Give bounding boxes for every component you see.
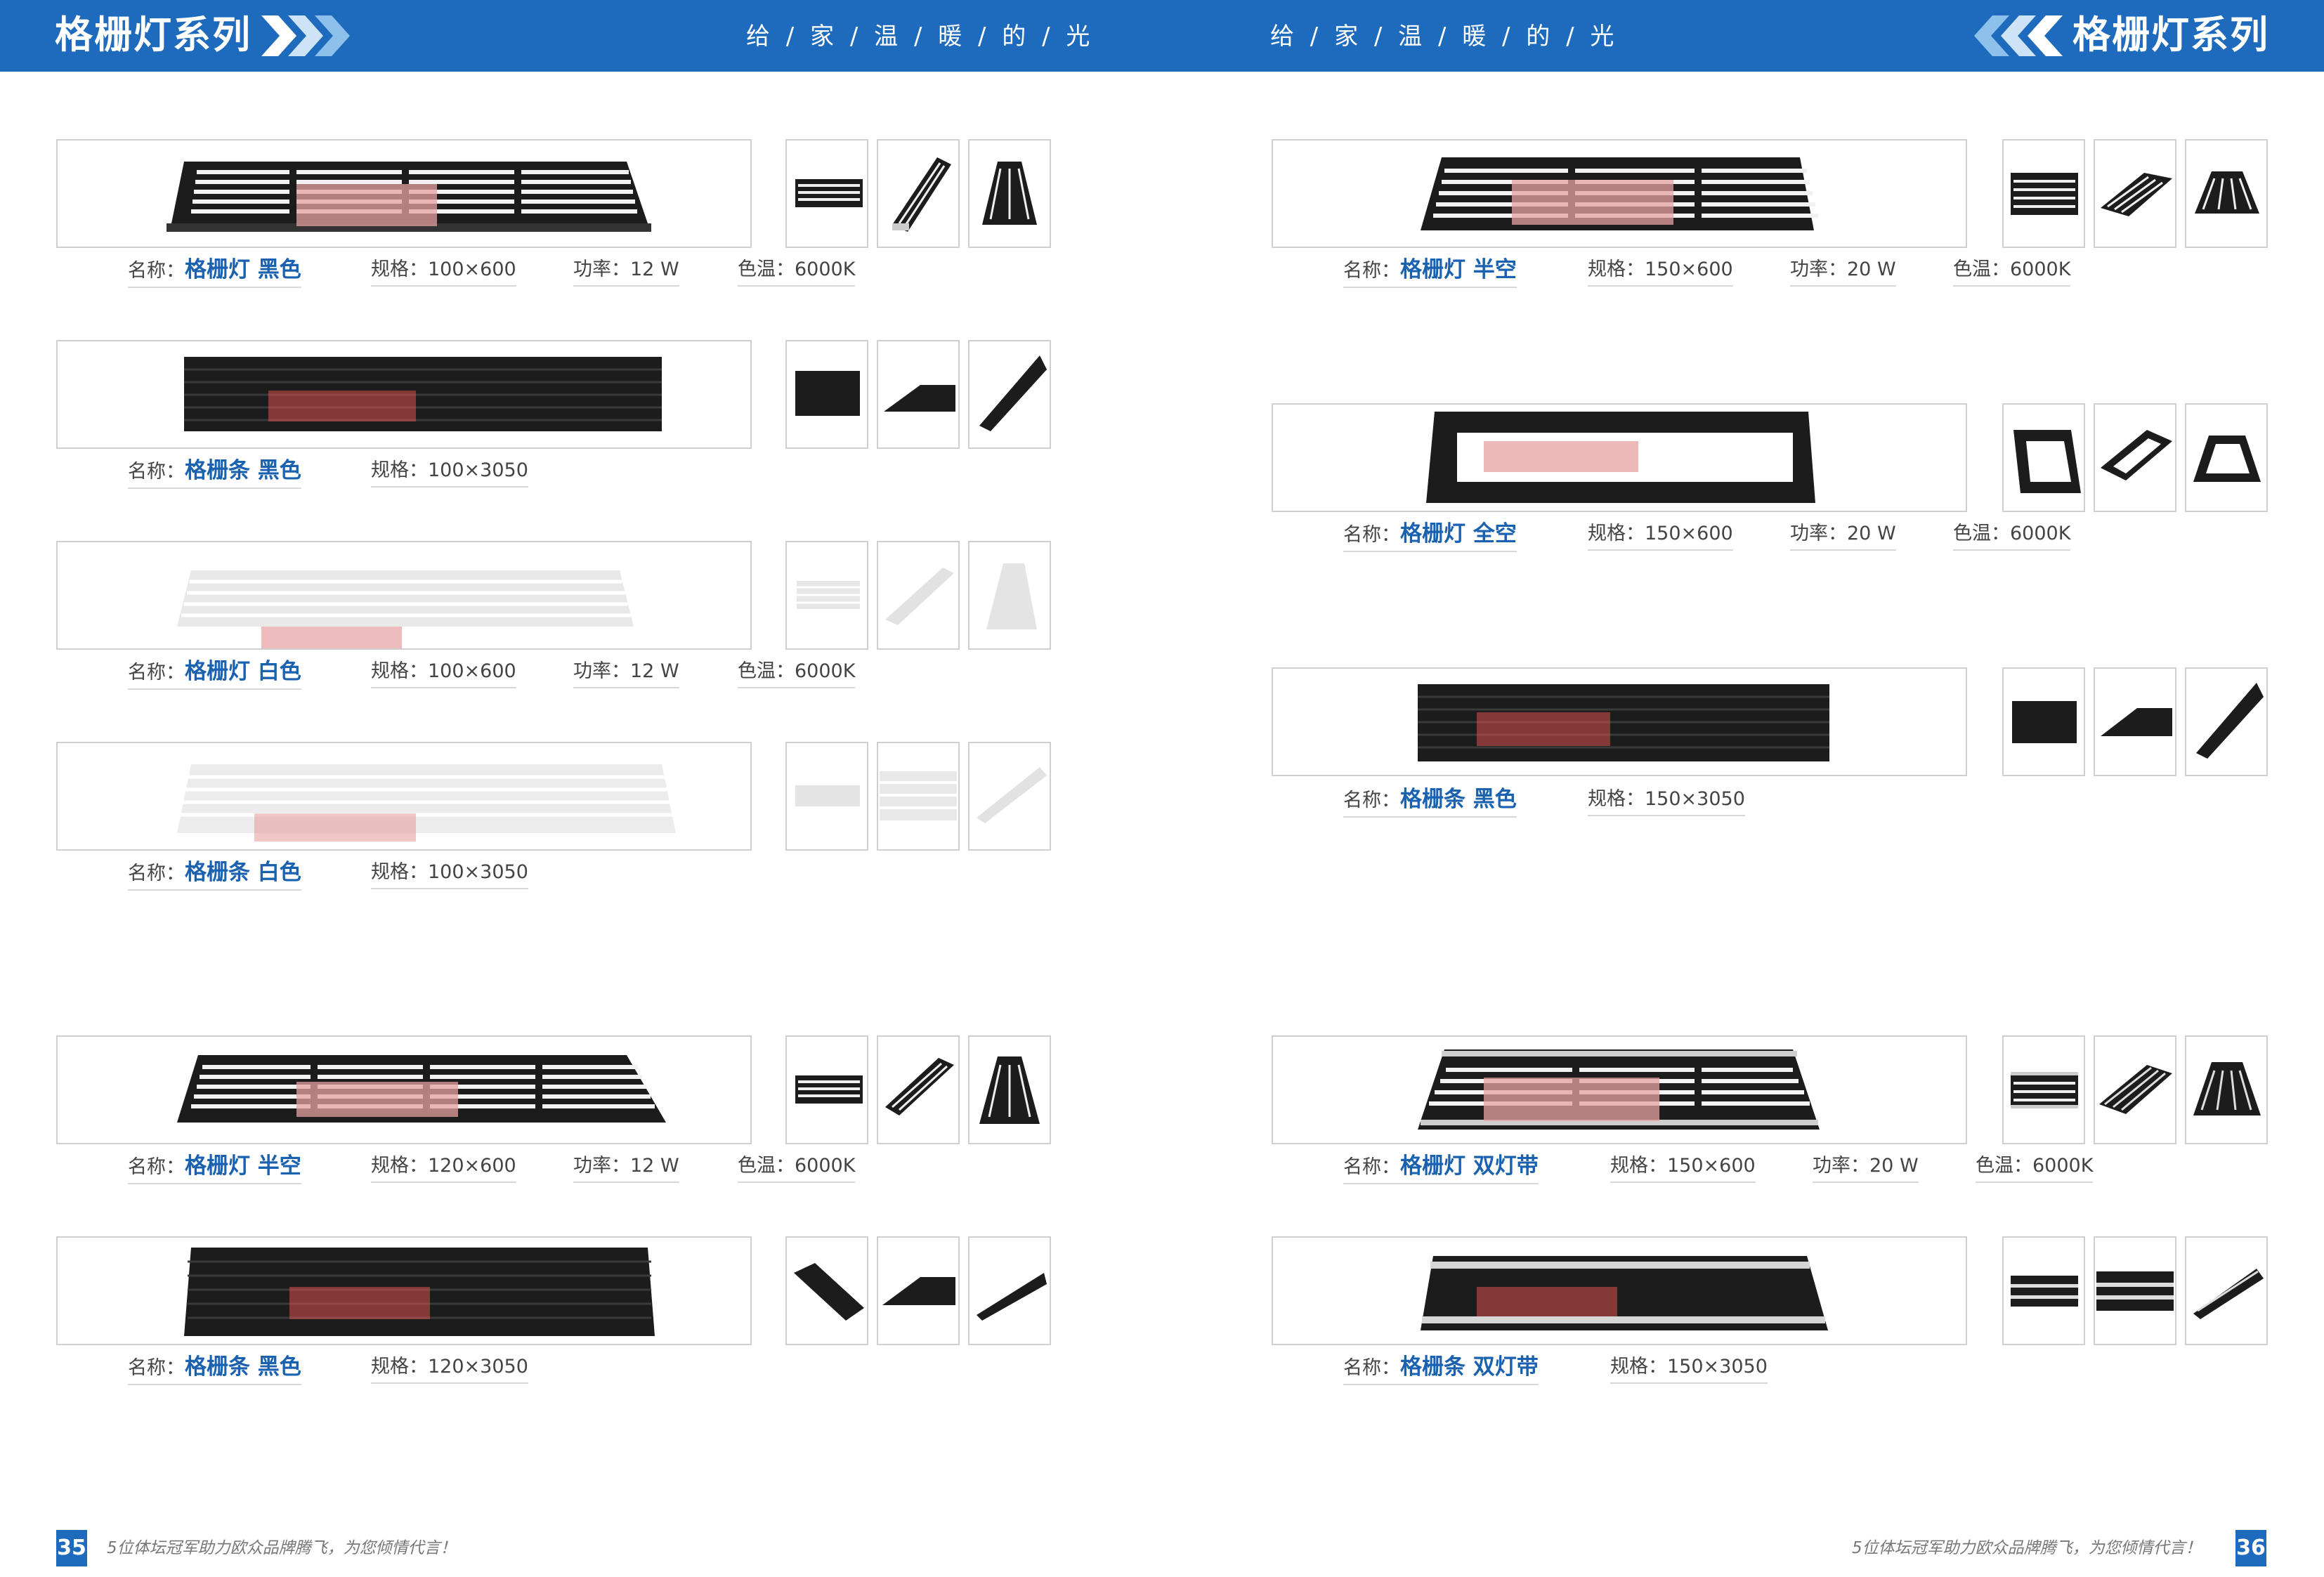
product-temp-field: 色温：6000K <box>1953 520 2071 551</box>
product-image-grille-light-white <box>56 541 752 650</box>
product-spec-field: 规格：120×600 <box>371 1152 516 1183</box>
thumbnail-angle-view[interactable] <box>2094 403 2176 512</box>
thumbnail-front-view[interactable] <box>2002 1035 2085 1144</box>
product-spec-field: 规格：120×3050 <box>371 1353 528 1384</box>
product-name-field: 名称：格栅条 双灯带 <box>1343 1353 1539 1385</box>
thumbnail-front-view[interactable] <box>785 340 868 449</box>
thumbnail-side-view[interactable] <box>2185 1035 2268 1144</box>
thumbnail-side-view[interactable] <box>2185 667 2268 776</box>
product-spec-field: 规格：150×600 <box>1610 1152 1756 1183</box>
product-image-grille-light-full <box>1272 403 1967 512</box>
thumbnail-side-view[interactable] <box>968 139 1051 248</box>
product-image-grille-strip-black <box>1272 667 1967 776</box>
thumbnail-angle-view[interactable] <box>877 1035 960 1144</box>
thumbnail-side-view[interactable] <box>2185 1236 2268 1345</box>
product-name-field: 名称：格栅灯 半空 <box>1343 256 1517 288</box>
thumbnail-side-view[interactable] <box>968 541 1051 650</box>
thumbnail-front-view[interactable] <box>785 742 868 851</box>
product-power-field: 功率：12 W <box>573 256 679 287</box>
thumbnail-side-view[interactable] <box>968 1035 1051 1144</box>
header-bar: 格栅灯系列 给 / 家 / 温 / 暖 / 的 / 光 给 / 家 / 温 / … <box>0 0 2324 72</box>
thumbnail-front-view[interactable] <box>785 1236 868 1345</box>
thumbnail-angle-view[interactable] <box>877 541 960 650</box>
product-image-grille-light-double-strip <box>1272 1035 1967 1144</box>
product-image-grille-strip-double-strip <box>1272 1236 1967 1345</box>
thumbnail-side-view[interactable] <box>968 742 1051 851</box>
product-temp-field: 色温：6000K <box>738 1152 856 1183</box>
footer-slogan-right: 5位体坛冠军助力欧众品牌腾飞，为您倾情代言！ <box>1852 1539 2202 1557</box>
product-spec-field: 规格：150×600 <box>1588 256 1733 287</box>
footer-slogan-left: 5位体坛冠军助力欧众品牌腾飞，为您倾情代言！ <box>107 1539 457 1557</box>
double-chevron-left-icon <box>1974 15 2063 56</box>
product-temp-field: 色温：6000K <box>738 657 856 688</box>
product-name-field: 名称：格栅灯 半空 <box>128 1152 301 1184</box>
product-name-field: 名称：格栅条 黑色 <box>128 457 301 489</box>
thumbnail-angle-view[interactable] <box>2094 1236 2176 1345</box>
product-spec-field: 规格：100×3050 <box>371 457 528 488</box>
thumbnail-front-view[interactable] <box>2002 667 2085 776</box>
product-spec-field: 规格：100×600 <box>371 657 516 688</box>
product-temp-field: 色温：6000K <box>1976 1152 2094 1183</box>
thumbnail-front-view[interactable] <box>785 541 868 650</box>
product-spec-field: 规格：150×3050 <box>1610 1353 1768 1384</box>
product-power-field: 功率：20 W <box>1790 256 1896 287</box>
thumbnail-angle-view[interactable] <box>2094 1035 2176 1144</box>
product-name-field: 名称：格栅灯 黑色 <box>128 256 301 288</box>
thumbnail-side-view[interactable] <box>968 1236 1051 1345</box>
product-power-field: 功率：12 W <box>573 1152 679 1183</box>
thumbnail-front-view[interactable] <box>2002 139 2085 248</box>
left-series-title: 格栅灯系列 <box>55 13 252 57</box>
product-power-field: 功率：12 W <box>573 657 679 688</box>
product-image-grille-light-black <box>56 139 752 248</box>
thumbnail-angle-view[interactable] <box>877 742 960 851</box>
thumbnail-front-view[interactable] <box>2002 1236 2085 1345</box>
thumbnail-side-view[interactable] <box>2185 403 2268 512</box>
product-temp-field: 色温：6000K <box>738 256 856 287</box>
thumbnail-side-view[interactable] <box>968 340 1051 449</box>
product-spec-field: 规格：100×3050 <box>371 858 528 889</box>
product-power-field: 功率：20 W <box>1790 520 1896 551</box>
product-image-grille-light-half <box>56 1035 752 1144</box>
thumbnail-front-view[interactable] <box>785 139 868 248</box>
product-image-grille-strip-black <box>56 340 752 449</box>
left-slogan: 给 / 家 / 温 / 暖 / 的 / 光 <box>746 22 1095 51</box>
product-name-field: 名称：格栅灯 全空 <box>1343 520 1517 552</box>
right-slogan: 给 / 家 / 温 / 暖 / 的 / 光 <box>1270 22 1619 51</box>
thumbnail-front-view[interactable] <box>785 1035 868 1144</box>
product-image-grille-strip-black <box>56 1236 752 1345</box>
page-number-right: 36 <box>2235 1530 2266 1566</box>
product-image-grille-strip-white <box>56 742 752 851</box>
thumbnail-side-view[interactable] <box>2185 139 2268 248</box>
right-series-title: 格栅灯系列 <box>2072 13 2269 57</box>
product-power-field: 功率：20 W <box>1813 1152 1919 1183</box>
thumbnail-angle-view[interactable] <box>877 340 960 449</box>
double-chevron-right-icon <box>261 15 350 56</box>
product-spec-field: 规格：150×3050 <box>1588 785 1745 816</box>
thumbnail-angle-view[interactable] <box>2094 667 2176 776</box>
product-name-field: 名称：格栅条 黑色 <box>128 1353 301 1385</box>
product-spec-field: 规格：100×600 <box>371 256 516 287</box>
product-name-field: 名称：格栅灯 双灯带 <box>1343 1152 1539 1184</box>
thumbnail-angle-view[interactable] <box>2094 139 2176 248</box>
thumbnail-angle-view[interactable] <box>877 1236 960 1345</box>
product-temp-field: 色温：6000K <box>1953 256 2071 287</box>
thumbnail-front-view[interactable] <box>2002 403 2085 512</box>
product-name-field: 名称：格栅条 白色 <box>128 858 301 891</box>
product-image-grille-light-half <box>1272 139 1967 248</box>
page-number-left: 35 <box>56 1530 87 1566</box>
product-name-field: 名称：格栅条 黑色 <box>1343 785 1517 818</box>
thumbnail-angle-view[interactable] <box>877 139 960 248</box>
product-name-field: 名称：格栅灯 白色 <box>128 657 301 690</box>
product-spec-field: 规格：150×600 <box>1588 520 1733 551</box>
